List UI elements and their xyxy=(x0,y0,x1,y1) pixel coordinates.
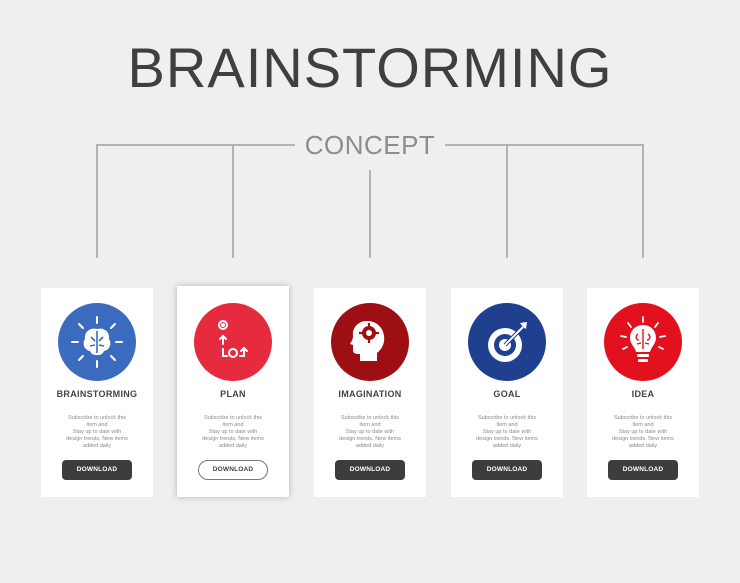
card-label: IDEA xyxy=(631,389,655,399)
icon-circle xyxy=(194,303,272,381)
download-button[interactable]: DOWNLOAD xyxy=(335,460,405,480)
icon-circle xyxy=(604,303,682,381)
icon-circle xyxy=(58,303,136,381)
plan-flow-icon xyxy=(218,320,248,358)
download-button[interactable]: DOWNLOAD xyxy=(198,460,268,480)
card-label: IMAGINATION xyxy=(338,389,402,399)
download-button[interactable]: DOWNLOAD xyxy=(472,460,542,480)
card-brainstorming: BRAINSTORMING Subscribe to unlock this i… xyxy=(41,288,153,497)
card-label: BRAINSTORMING xyxy=(56,389,138,399)
card-plan: PLAN Subscribe to unlock this item and S… xyxy=(177,286,289,497)
lightbulb-icon xyxy=(620,316,666,362)
card-description: Subscribe to unlock this item and Stay u… xyxy=(339,415,401,449)
icon-circle xyxy=(468,303,546,381)
page-subtitle: CONCEPT xyxy=(304,130,436,160)
page-title: BRAINSTORMING xyxy=(127,36,613,99)
brain-icon xyxy=(71,316,123,368)
download-button[interactable]: DOWNLOAD xyxy=(608,460,678,480)
download-button[interactable]: DOWNLOAD xyxy=(62,460,132,480)
card-goal: GOAL Subscribe to unlock this item and S… xyxy=(451,288,563,497)
card-imagination: IMAGINATION Subscribe to unlock this ite… xyxy=(314,288,426,497)
card-description: Subscribe to unlock this item and Stay u… xyxy=(202,415,264,449)
card-description: Subscribe to unlock this item and Stay u… xyxy=(476,415,538,449)
card-idea: IDEA Subscribe to unlock this item and S… xyxy=(587,288,699,497)
card-label: PLAN xyxy=(220,389,246,399)
card-description: Subscribe to unlock this item and Stay u… xyxy=(612,415,674,449)
target-icon xyxy=(488,322,527,362)
icon-circle xyxy=(331,303,409,381)
head-gear-icon xyxy=(350,321,385,361)
card-label: GOAL xyxy=(493,389,521,399)
card-description: Subscribe to unlock this item and Stay u… xyxy=(66,415,128,449)
